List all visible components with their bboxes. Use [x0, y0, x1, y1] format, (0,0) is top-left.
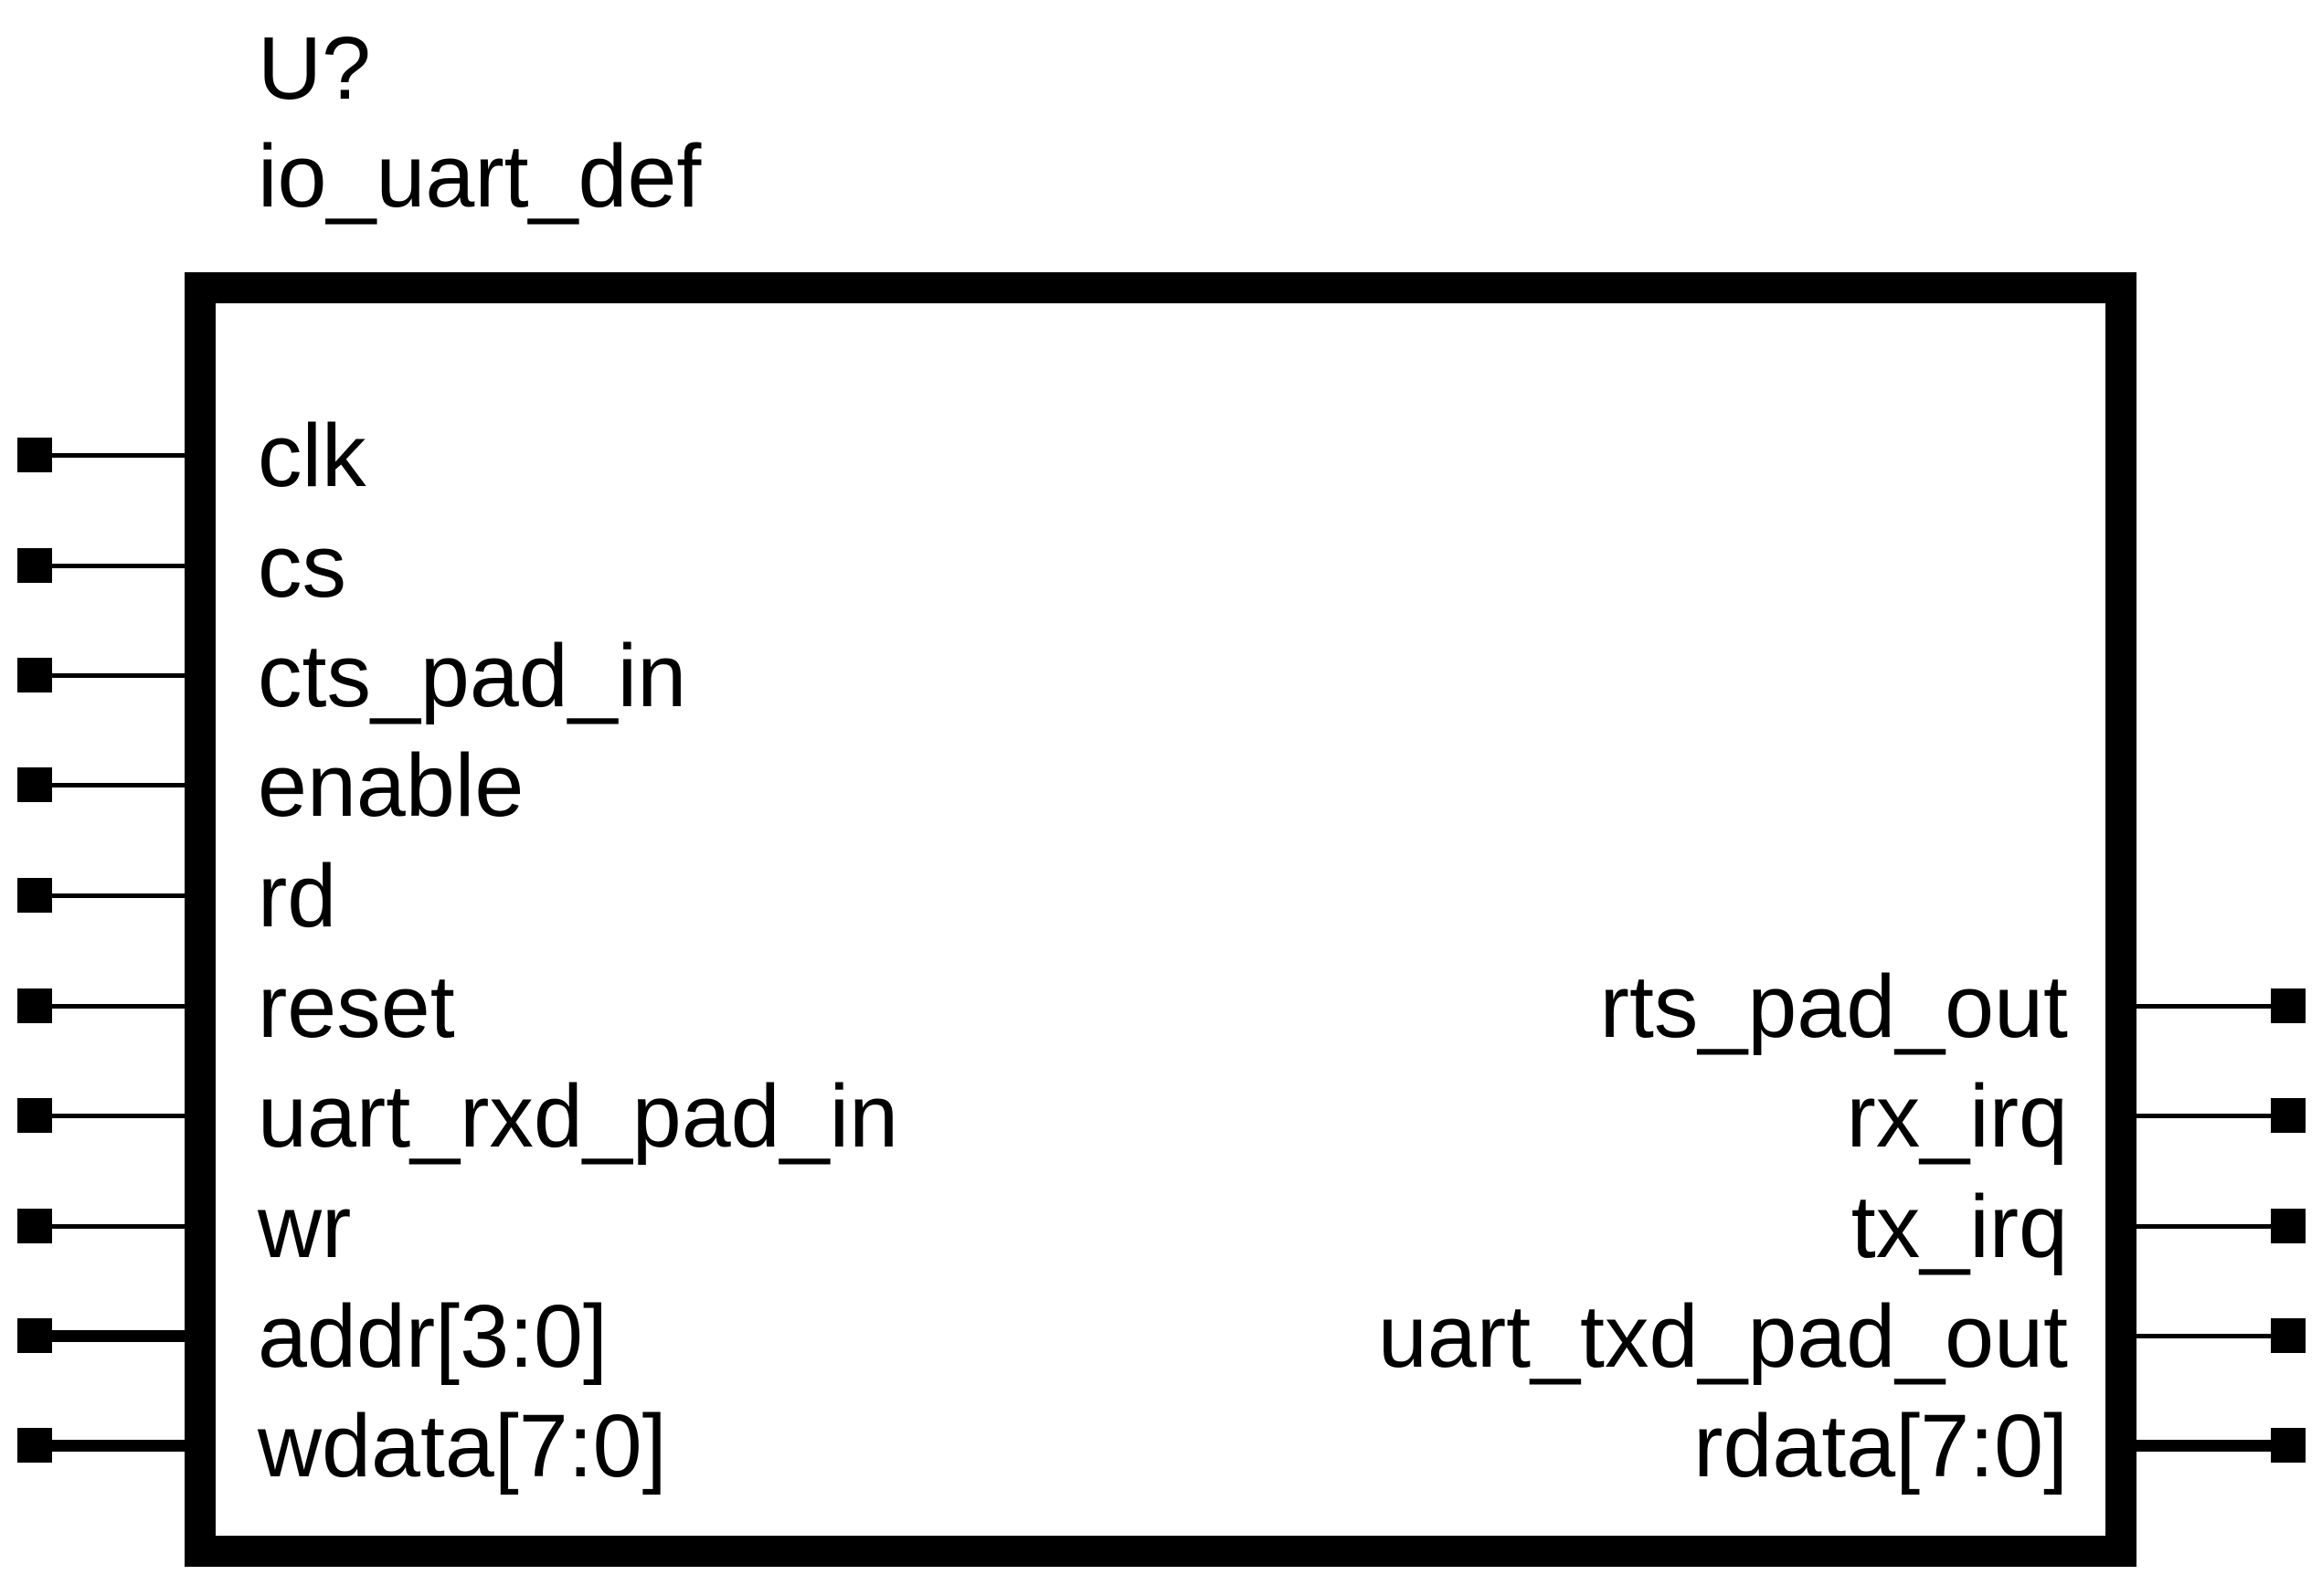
- pin-label: reset: [258, 957, 455, 1056]
- pin-terminal[interactable]: [2271, 1098, 2306, 1133]
- pin-label: rdata[7:0]: [1693, 1396, 2068, 1496]
- pin-label: wdata[7:0]: [258, 1396, 667, 1496]
- bus-wire: [52, 1440, 202, 1452]
- pin-label: cs: [258, 516, 346, 616]
- pin-label: enable: [258, 735, 525, 835]
- pin-terminal[interactable]: [17, 878, 52, 913]
- bus-wire: [52, 1330, 202, 1342]
- component-body[interactable]: [185, 272, 2136, 1567]
- pin-terminal[interactable]: [17, 658, 52, 692]
- pin-terminal[interactable]: [17, 548, 52, 583]
- component-name-label: io_uart_def: [258, 126, 702, 226]
- pin-label: uart_txd_pad_out: [1377, 1286, 2068, 1386]
- pin-terminal[interactable]: [17, 1098, 52, 1133]
- pin-label: clk: [258, 406, 366, 505]
- pin-label: addr[3:0]: [258, 1286, 608, 1386]
- pin-terminal[interactable]: [17, 1428, 52, 1463]
- pin-terminal[interactable]: [2271, 1428, 2306, 1463]
- pin-label: uart_rxd_pad_in: [258, 1066, 899, 1166]
- pin-terminal[interactable]: [2271, 1318, 2306, 1353]
- pin-wire: [52, 893, 202, 898]
- pin-wire: [52, 1114, 202, 1118]
- pin-terminal[interactable]: [2271, 1209, 2306, 1243]
- bus-wire: [2136, 1440, 2278, 1452]
- pin-label: wr: [258, 1177, 352, 1276]
- pin-terminal[interactable]: [17, 1209, 52, 1243]
- pin-wire: [52, 783, 202, 787]
- pin-label: cts_pad_in: [258, 626, 687, 725]
- pin-terminal[interactable]: [17, 767, 52, 802]
- pin-terminal[interactable]: [17, 988, 52, 1023]
- pin-wire: [52, 673, 202, 678]
- pin-label: rts_pad_out: [1599, 957, 2068, 1056]
- pin-terminal[interactable]: [17, 1318, 52, 1353]
- pin-label: rx_irq: [1846, 1066, 2068, 1166]
- pin-label: rd: [258, 846, 337, 946]
- pin-wire: [52, 564, 202, 568]
- pin-wire: [2136, 1114, 2278, 1118]
- pin-terminal[interactable]: [17, 438, 52, 472]
- pin-wire: [52, 453, 202, 458]
- pin-terminal[interactable]: [2271, 988, 2306, 1023]
- pin-wire: [2136, 1004, 2278, 1009]
- pin-wire: [2136, 1224, 2278, 1229]
- pin-label: tx_irq: [1850, 1177, 2068, 1276]
- component-reference-label: U?: [258, 18, 371, 118]
- pin-wire: [52, 1004, 202, 1009]
- pin-wire: [2136, 1334, 2278, 1338]
- pin-wire: [52, 1224, 202, 1229]
